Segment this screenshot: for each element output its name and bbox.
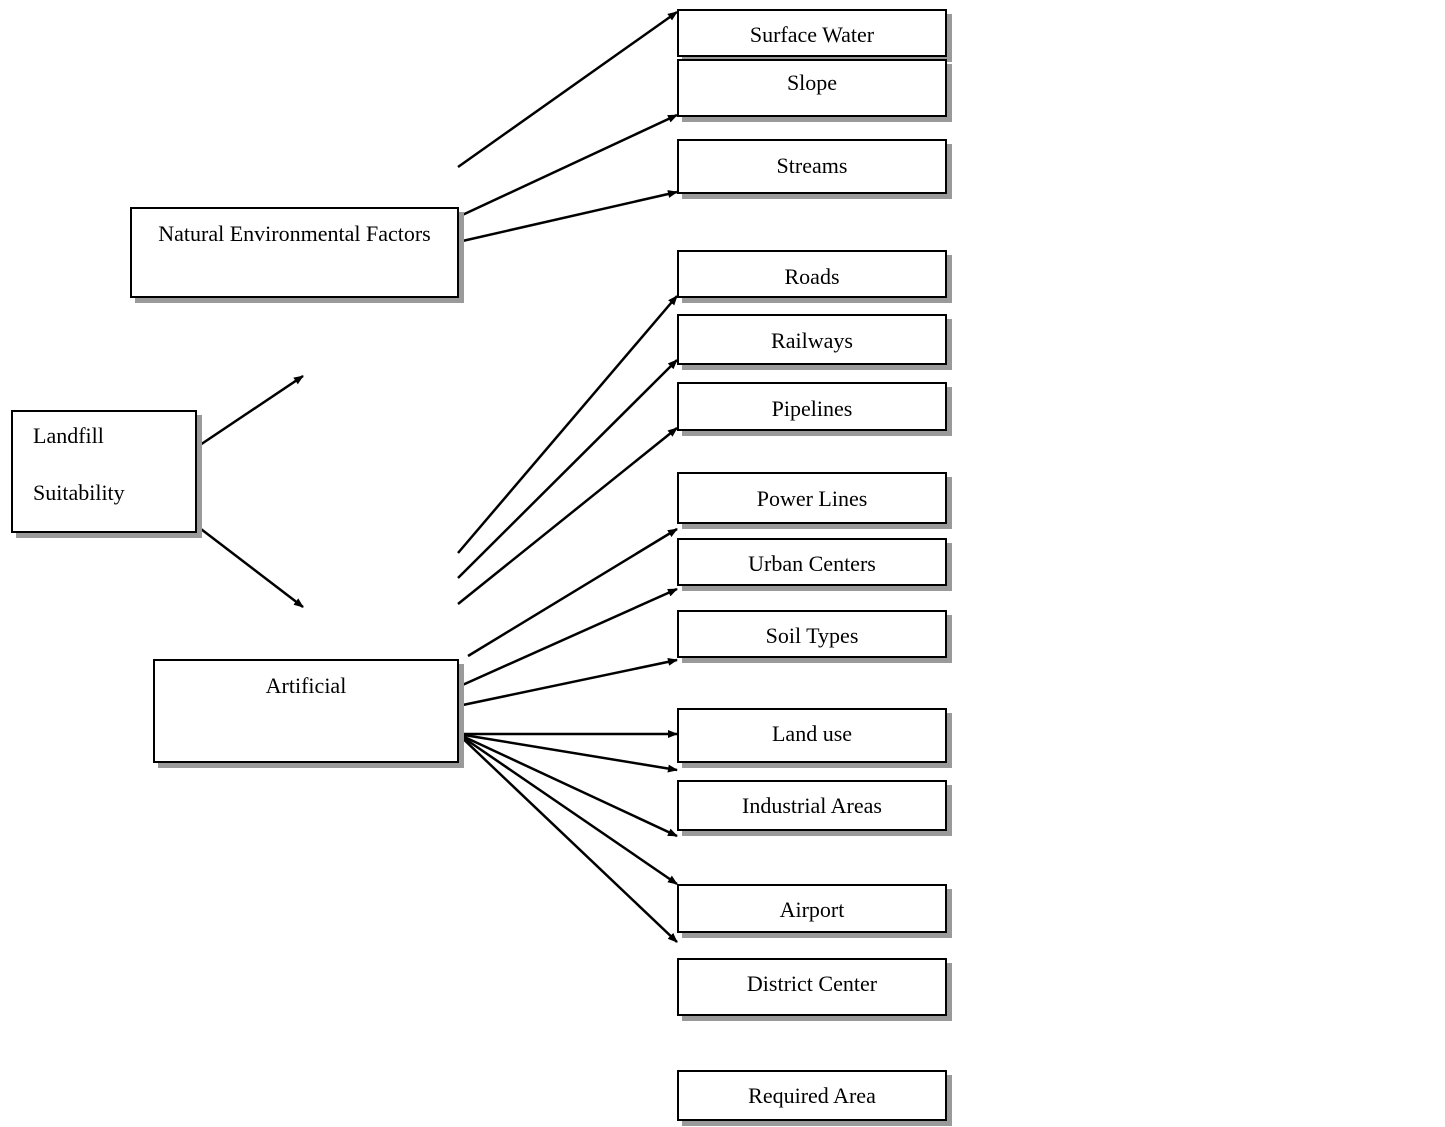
factor-box-industrial-areas: Industrial Areas <box>677 780 947 831</box>
factor-box-airport: Airport <box>677 884 947 933</box>
arrow-to-industrial-areas <box>457 732 678 773</box>
arrow-to-power-lines <box>467 527 678 658</box>
landfill-suitability-box: Landfill Suitability <box>11 410 197 533</box>
factor-label: Surface Water <box>749 22 875 47</box>
factor-label: Airport <box>779 897 845 922</box>
factor-label: Pipelines <box>771 396 853 421</box>
arrow-to-streams <box>457 190 678 244</box>
factor-box-district-center: District Center <box>677 958 947 1016</box>
factor-label: Power Lines <box>756 486 868 511</box>
factor-box-streams: Streams <box>677 139 947 194</box>
root-label-line2: Suitability <box>33 480 125 505</box>
natural-environmental-factors-box: Natural Environmental Factors <box>130 207 459 298</box>
arrow-root-to-artificial <box>196 525 304 608</box>
root-label-line1: Landfill <box>33 423 104 448</box>
factor-box-railways: Railways <box>677 314 947 365</box>
arrow-to-urban-centers <box>457 587 678 689</box>
factor-label: Soil Types <box>765 623 859 648</box>
factor-box-urban-centers: Urban Centers <box>677 538 947 586</box>
factor-box-roads: Roads <box>677 250 947 298</box>
arrow-to-pipelines <box>457 427 678 605</box>
factor-label: Streams <box>776 153 848 178</box>
arrow-to-surface-water <box>457 10 678 169</box>
factor-box-power-lines: Power Lines <box>677 472 947 524</box>
artificial-box: Artificial <box>153 659 459 763</box>
arrow-root-to-natural <box>196 374 304 449</box>
artificial-group-label: Artificial <box>265 673 347 698</box>
factor-label: Urban Centers <box>748 551 876 576</box>
factor-box-pipelines: Pipelines <box>677 382 947 431</box>
natural-group-label: Natural Environmental Factors <box>158 221 431 246</box>
factor-box-slope: Slope <box>677 59 947 117</box>
factor-label: District Center <box>746 971 878 996</box>
arrow-to-slope <box>457 113 678 219</box>
arrow-to-airport <box>457 732 678 838</box>
factor-label: Required Area <box>748 1083 876 1108</box>
factor-box-surface-water: Surface Water <box>677 9 947 57</box>
factor-box-required-area: Required Area <box>677 1070 947 1121</box>
arrow-to-railways <box>457 359 678 579</box>
arrow-to-soil-types <box>457 657 678 708</box>
arrow-to-roads <box>457 295 678 554</box>
factor-label: Slope <box>786 70 838 95</box>
factor-label: Industrial Areas <box>742 793 882 818</box>
factor-label: Railways <box>771 328 853 353</box>
factor-box-soil-types: Soil Types <box>677 610 947 658</box>
factor-label: Roads <box>784 264 840 289</box>
factor-box-land-use: Land use <box>677 708 947 763</box>
factor-label: Land use <box>771 721 853 746</box>
arrow-to-required-area <box>457 733 678 943</box>
arrow-to-district-center <box>457 732 678 886</box>
